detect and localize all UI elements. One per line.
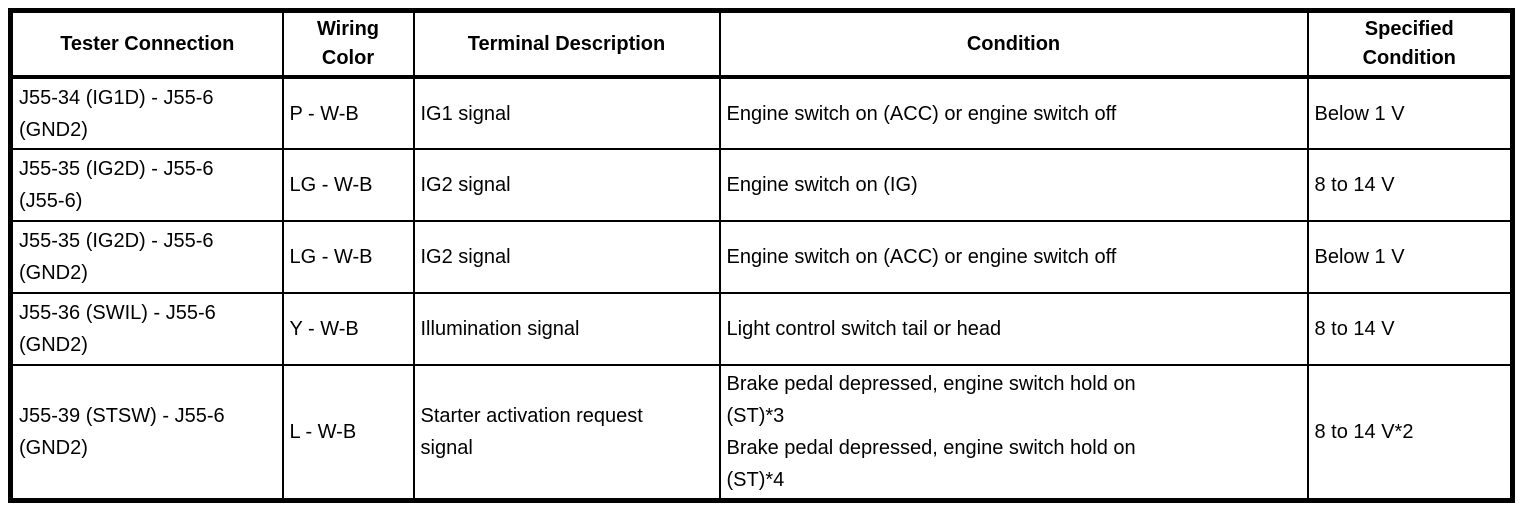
cell-wiring-color: LG - W-B	[281, 148, 415, 222]
cell-specified-condition: 8 to 14 V	[1306, 148, 1514, 222]
cell-tester-connection: J55-36 (SWIL) - J55-6 (GND2)	[9, 292, 284, 366]
cell-tester-connection: J55-39 (STSW) - J55-6 (GND2)	[9, 364, 284, 502]
header-condition: Condition	[718, 9, 1309, 79]
cell-wiring-color: L - W-B	[281, 364, 415, 502]
header-terminal-description: Terminal Description	[412, 9, 721, 79]
cell-wiring-color: Y - W-B	[281, 292, 415, 366]
cell-condition: Engine switch on (ACC) or engine switch …	[718, 76, 1309, 150]
cell-terminal-description: IG2 signal	[412, 220, 721, 294]
cell-condition: Engine switch on (ACC) or engine switch …	[718, 220, 1309, 294]
cell-specified-condition: Below 1 V	[1306, 76, 1514, 150]
header-row: Tester Connection Wiring Color Terminal …	[9, 9, 1514, 79]
cell-condition: Brake pedal depressed, engine switch hol…	[718, 364, 1309, 502]
header-wiring-color: Wiring Color	[281, 9, 415, 79]
cell-wiring-color: P - W-B	[281, 76, 415, 150]
cell-tester-connection: J55-35 (IG2D) - J55-6 (GND2)	[9, 220, 284, 294]
cell-terminal-description: IG1 signal	[412, 76, 721, 150]
cell-terminal-description: IG2 signal	[412, 148, 721, 222]
table-row: J55-36 (SWIL) - J55-6 (GND2) Y - W-B Ill…	[9, 292, 1514, 366]
cell-wiring-color: LG - W-B	[281, 220, 415, 294]
header-specified-condition: Specified Condition	[1306, 9, 1514, 79]
cell-condition: Engine switch on (IG)	[718, 148, 1309, 222]
table-row: J55-39 (STSW) - J55-6 (GND2) L - W-B Sta…	[9, 364, 1514, 502]
cell-specified-condition: 8 to 14 V	[1306, 292, 1514, 366]
cell-condition: Light control switch tail or head	[718, 292, 1309, 366]
cell-tester-connection: J55-34 (IG1D) - J55-6 (GND2)	[9, 76, 284, 150]
cell-specified-condition: Below 1 V	[1306, 220, 1514, 294]
header-tester-connection: Tester Connection	[9, 9, 284, 79]
cell-specified-condition: 8 to 14 V*2	[1306, 364, 1514, 502]
terminal-voltage-table: Tester Connection Wiring Color Terminal …	[8, 8, 1515, 503]
table-row: J55-34 (IG1D) - J55-6 (GND2) P - W-B IG1…	[9, 76, 1514, 150]
cell-terminal-description: Illumination signal	[412, 292, 721, 366]
table-row: J55-35 (IG2D) - J55-6 (J55-6) LG - W-B I…	[9, 148, 1514, 222]
cell-tester-connection: J55-35 (IG2D) - J55-6 (J55-6)	[9, 148, 284, 222]
cell-terminal-description: Starter activation request signal	[412, 364, 721, 502]
table-row: J55-35 (IG2D) - J55-6 (GND2) LG - W-B IG…	[9, 220, 1514, 294]
